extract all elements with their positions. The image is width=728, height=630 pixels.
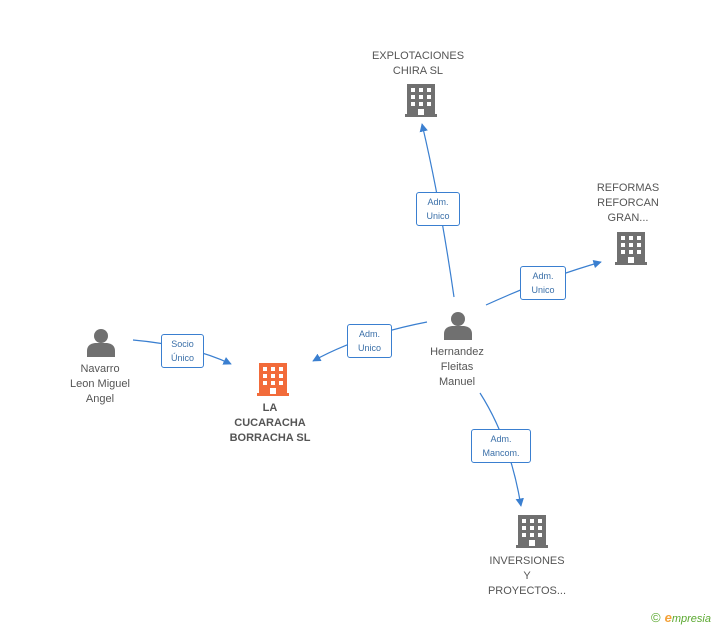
- company-name-center[interactable]: LA CUCARACHA BORRACHA SL: [229, 402, 311, 444]
- company-name-inversiones[interactable]: INVERSIONES Y PROYECTOS...: [487, 555, 567, 597]
- edge-label-hernandez-center: Adm. Unico: [347, 324, 392, 358]
- company-name-reformas[interactable]: REFORMAS REFORCAN GRAN...: [596, 182, 660, 224]
- copyright-symbol: ©: [651, 610, 661, 625]
- person-icon-hernandez: [444, 312, 472, 340]
- node-inversiones[interactable]: INVERSIONES Y PROYECTOS...: [477, 554, 577, 599]
- edge-label-hernandez-inversiones: Adm. Mancom.: [471, 429, 531, 463]
- edge-label-hernandez-reformas: Adm. Unico: [520, 266, 566, 300]
- building-icon-reformas: [615, 232, 647, 265]
- node-hernandez[interactable]: Hernandez Fleitas Manuel: [412, 345, 502, 390]
- building-icon-explotaciones: [405, 84, 437, 117]
- edge-label-hernandez-explotaciones: Adm. Unico: [416, 192, 460, 226]
- person-name-navarro[interactable]: Navarro Leon Miguel Angel: [70, 363, 130, 405]
- brand-logo-text: mpresia: [671, 613, 711, 625]
- node-center[interactable]: LA CUCARACHA BORRACHA SL: [215, 401, 325, 446]
- node-explotaciones[interactable]: EXPLOTACIONES CHIRA SL: [358, 49, 478, 79]
- edge-label-navarro-center: Socio Único: [161, 334, 204, 368]
- node-navarro[interactable]: Navarro Leon Miguel Angel: [55, 362, 145, 407]
- brand-logo: ©empresia: [651, 610, 711, 625]
- person-icon-navarro: [87, 329, 115, 357]
- building-icon-center: [257, 363, 289, 396]
- brand-logo-letter: e: [664, 610, 672, 625]
- person-name-hernandez[interactable]: Hernandez Fleitas Manuel: [430, 346, 484, 388]
- company-name-explotaciones[interactable]: EXPLOTACIONES CHIRA SL: [371, 50, 465, 77]
- node-reformas[interactable]: REFORMAS REFORCAN GRAN...: [583, 181, 673, 226]
- building-icon-inversiones: [516, 515, 548, 548]
